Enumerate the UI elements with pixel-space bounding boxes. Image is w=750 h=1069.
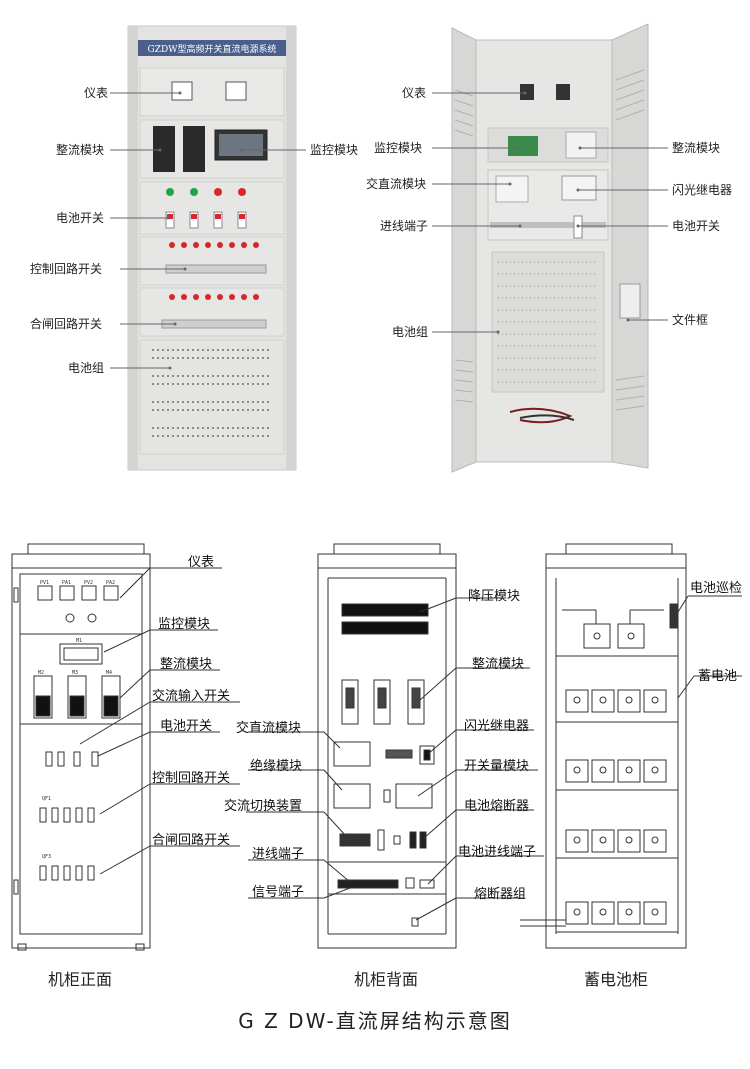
label-control-loop: 控制回路开关 (30, 261, 102, 276)
cabinet-title: GZDW型高频开关直流电源系统 (148, 43, 277, 55)
fd-label-ac-input: 交流输入开关 (152, 688, 230, 704)
label-back-battery-switch: 电池开关 (672, 219, 720, 233)
fd-label-control-loop: 控制回路开关 (152, 770, 230, 786)
switch-row-b: QF3 (42, 854, 51, 860)
red-indicator-1 (214, 188, 222, 196)
rectifier-module-1 (153, 126, 175, 172)
meter-2 (225, 81, 247, 101)
back-diagram-texts: 降压模块 整流模块 交直流模块 闪光继电器 绝缘模块 开关量模块 交流切换装置 … (224, 589, 536, 989)
caption-back: 机柜背面 (354, 970, 418, 989)
bd-label-battery-terminal: 电池进线端子 (458, 845, 536, 860)
monitor-name: M1 (76, 638, 82, 644)
bd-label-signal-terminal: 信号端子 (252, 885, 304, 900)
rectifier-module-2 (183, 126, 205, 172)
battery-diagram-texts: 电池巡检 蓄电池 蓄电池柜 (584, 581, 742, 989)
meter-1 (171, 81, 193, 101)
right-door (611, 23, 649, 469)
bd-label-terminal: 进线端子 (252, 847, 304, 862)
label-closing-loop: 合闸回路开关 (30, 316, 102, 331)
red-indicator-2 (238, 188, 246, 196)
fd-label-closing-loop: 合闸回路开关 (152, 832, 230, 848)
caption-front: 机柜正面 (48, 970, 112, 989)
bd-label-insulation: 绝缘模块 (250, 758, 302, 774)
meter-name-1: PV1 (40, 580, 49, 586)
label-rectifier: 整流模块 (56, 142, 104, 157)
label-meter: 仪表 (84, 86, 108, 100)
green-indicator-2 (190, 188, 198, 196)
meter-name-4: PA2 (106, 580, 115, 586)
label-monitor: 监控模块 (310, 143, 358, 157)
bd-label-flash-relay: 闪光继电器 (464, 719, 529, 734)
battery-inspection-unit (669, 603, 679, 629)
meter-name-3: PV2 (84, 580, 93, 586)
module-name-3: M4 (106, 670, 112, 676)
label-back-monitor: 监控模块 (374, 141, 422, 155)
bd-label-acdc: 交直流模块 (236, 720, 301, 736)
bd-label-rectifier: 整流模块 (472, 657, 524, 672)
module-name-1: M2 (38, 670, 44, 676)
label-back-flash-relay: 闪光继电器 (672, 183, 732, 197)
front-diagram-texts: PV1 PA1 PV2 PA2 M1 M2 M3 M4 QF1 QF3 仪表 监… (38, 555, 230, 989)
label-back-battery-pack: 电池组 (392, 325, 428, 339)
bd-label-battery-fuse: 电池熔断器 (464, 799, 529, 814)
front-line-diagram (11, 543, 240, 951)
caption-battery: 蓄电池柜 (584, 970, 648, 989)
back-line-diagram (246, 543, 544, 949)
file-box (619, 283, 641, 319)
bd-label-step-down: 降压模块 (468, 589, 520, 604)
bd-label-switch-qty: 开关量模块 (464, 759, 529, 774)
label-back-terminal: 进线端子 (380, 219, 428, 233)
label-battery-pack: 电池组 (68, 361, 104, 375)
label-back-acdc: 交直流模块 (366, 176, 426, 191)
label-back-rectifier: 整流模块 (672, 140, 720, 155)
bd-label-fuse-group: 熔断器组 (474, 887, 526, 902)
green-indicator-1 (166, 188, 174, 196)
bat-label-inspection: 电池巡检 (690, 581, 742, 596)
bd-label-ac-switch: 交流切换装置 (224, 798, 302, 814)
battery-line-diagram (520, 543, 742, 949)
fd-label-battery-switch: 电池开关 (160, 719, 212, 734)
meter-panel (139, 67, 285, 117)
fd-label-rectifier: 整流模块 (160, 657, 212, 672)
title-bar (138, 40, 286, 56)
bat-label-battery: 蓄电池 (698, 669, 737, 684)
left-door (451, 27, 477, 473)
fd-label-meter: 仪表 (188, 555, 214, 570)
fd-label-monitor: 监控模块 (158, 617, 210, 632)
switch-row-a: QF1 (42, 796, 51, 802)
back-cabinet-photo: 仪表 监控模块 整流模块 交直流模块 闪光继电器 进线端子 电池开关 电池组 文… (366, 23, 732, 473)
label-back-meter: 仪表 (402, 86, 426, 100)
label-back-file-box: 文件框 (672, 312, 708, 327)
front-cabinet-photo: GZDW型高频开关直流电源系统 (30, 25, 358, 471)
main-title: G Z DW-直流屏结构示意图 (238, 1009, 512, 1033)
meter-name-2: PA1 (62, 580, 71, 586)
module-name-2: M3 (72, 670, 78, 676)
label-battery-switch: 电池开关 (56, 211, 104, 225)
battery-perforated-panel (491, 251, 605, 393)
